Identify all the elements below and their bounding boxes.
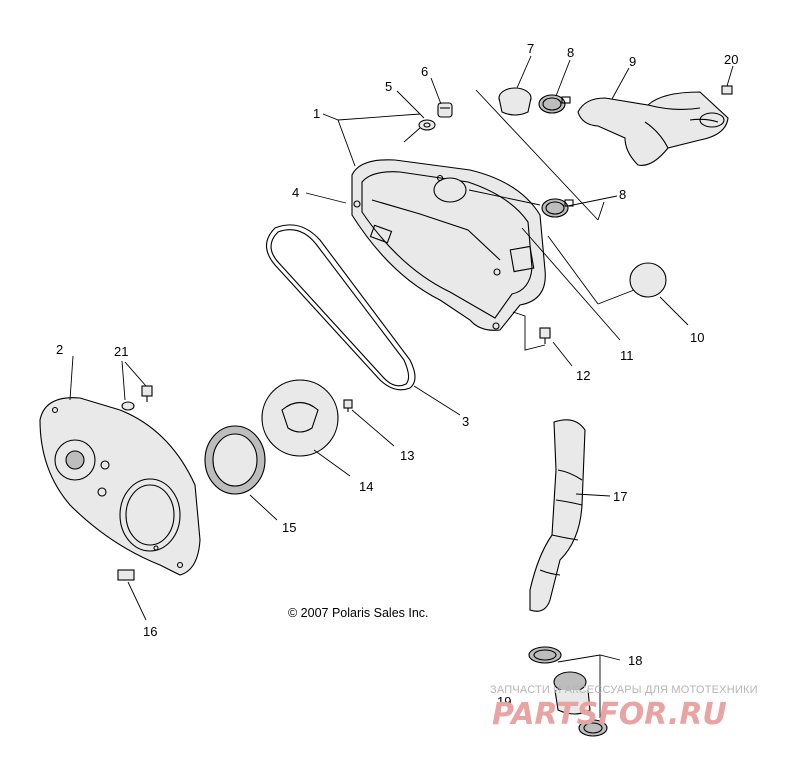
callout-7: 7 [527,41,534,56]
watermark: ЗАПЧАСТИ И АКСЕССУАРЫ ДЛЯ МОТОТЕХНИКИ PA… [490,684,758,732]
callout-9: 9 [629,54,636,69]
outer-clutch-cover [351,159,546,331]
seal-plate-14 [261,379,339,457]
plug-6 [437,102,453,118]
callout-18: 18 [628,653,642,668]
bolt-13 [343,399,353,412]
callout-12: 12 [576,368,590,383]
clamp-18-lower [578,719,608,737]
callout-13: 13 [400,448,414,463]
callout-2: 2 [56,342,63,357]
clamp-18-upper [528,646,562,664]
callout-5: 5 [385,79,392,94]
callout-10: 10 [690,330,704,345]
clamp-8-upper [538,94,571,114]
callout-14: 14 [359,479,373,494]
bolt-21 [121,385,153,411]
clamp-8-lower [541,198,574,218]
callout-16: 16 [143,624,157,639]
washer-5 [418,119,436,131]
drive-belt-3 [265,224,416,391]
seal-ring-15 [204,425,266,495]
label-16 [117,569,135,581]
clip-20 [721,85,733,95]
callout-19: 19 [497,694,511,709]
callout-labels: 1 2 3 4 5 6 7 8 8 9 10 11 12 13 14 15 16… [56,41,738,709]
coupler-19 [553,671,591,715]
copyright-notice: © 2007 Polaris Sales Inc. [288,606,429,620]
callout-8-lower: 8 [619,187,626,202]
callout-1: 1 [313,106,320,121]
callout-11: 11 [620,348,634,363]
gasket-10 [629,262,667,298]
callout-20: 20 [724,52,738,67]
inner-clutch-cover-2 [39,397,201,576]
callout-3: 3 [462,414,469,429]
callout-6: 6 [421,64,428,79]
intake-duct-9 [577,91,729,166]
callout-21: 21 [114,344,128,359]
leader-lines [69,55,734,718]
watermark-tagline: ЗАПЧАСТИ И АКСЕССУАРЫ ДЛЯ МОТОТЕХНИКИ [490,684,758,696]
callout-15: 15 [282,520,296,535]
callout-8-upper: 8 [567,45,574,60]
duct-coupler-7 [498,87,532,116]
exhaust-duct-17 [529,419,586,612]
callout-17: 17 [613,489,627,504]
callout-4: 4 [292,185,299,200]
watermark-logo: PARTSFOR.RU [492,697,727,732]
bolt-12 [539,327,551,344]
